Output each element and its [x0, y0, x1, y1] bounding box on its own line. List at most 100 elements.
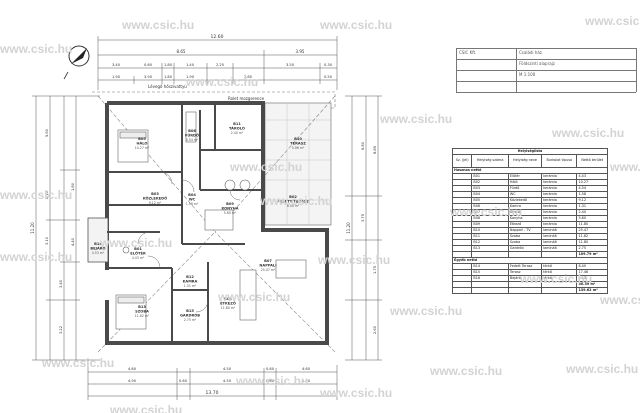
table-cell: Helyiség neve	[507, 154, 543, 168]
dimensions-right	[345, 95, 382, 361]
room-label-id: B07	[264, 259, 272, 263]
dim-right-seg: 2.60	[373, 325, 377, 334]
room-label-name: TÁROLÓ	[229, 126, 245, 131]
terrace-area	[264, 102, 332, 226]
entrance-porch	[87, 217, 109, 263]
dim-top-row4: 3.90	[144, 75, 153, 79]
tb-drawing: Földszinti alaprajz	[519, 61, 555, 66]
interior-walls	[107, 103, 263, 343]
roof-lines	[97, 95, 336, 353]
dim-bottom-row2: 4.50	[223, 367, 232, 371]
terrace-paving	[265, 103, 331, 225]
dimensions-left	[32, 95, 100, 361]
room-label-name: KÖZLEKEDŐ	[143, 196, 167, 201]
room-label-name: FÜRDŐ	[185, 133, 199, 138]
room-label-name: GARDRÓB	[180, 313, 200, 318]
room-label-id: B06	[188, 129, 196, 133]
dimension-texts: 12.60 8.65 3.95 3.40 0.60 1.80 1.40 2.25 3.50 0.3…	[30, 34, 377, 396]
dim-right-seg: 6.80	[361, 141, 365, 150]
room-label-id: B08	[224, 297, 232, 301]
room-label-area: 4.53 m²	[92, 251, 105, 255]
room-label-id: B05	[138, 137, 146, 141]
dim-bottom-overall: 13.70	[206, 390, 219, 396]
tb-scale: M 1:100	[519, 72, 536, 77]
dim-right-seg: 1.75	[373, 266, 377, 274]
room-label-id: B02	[289, 195, 297, 199]
room-label-name: ELŐTÉR	[130, 251, 146, 256]
dim-top-row3: 0.60	[144, 63, 153, 67]
table-cell: Helyiség száma	[471, 154, 509, 168]
dim-top-row3: 2.25	[216, 63, 224, 67]
room-label-area: 4.43 m²	[132, 256, 145, 260]
dim-left-seg: 3.22	[59, 326, 63, 334]
tb-project: Családi ház	[519, 50, 542, 55]
dim-bottom-row3: 0.60	[179, 379, 188, 383]
dim-top-row4: 1.90	[112, 75, 121, 79]
room-label-id: B12	[186, 275, 194, 279]
dim-right-overall: 11.20	[346, 222, 351, 234]
room-label-area: 5.60 m²	[224, 211, 237, 215]
dim-right-seg: 8.85	[373, 146, 377, 154]
room-label-name: HÁLÓ	[136, 141, 147, 146]
room-label-area: 2.75 m²	[184, 318, 197, 322]
room-label-id: B01	[134, 247, 142, 251]
room-label-name: SZOBA	[135, 310, 149, 314]
dim-left-seg: 5.60	[45, 128, 49, 137]
dim-left-seg: 3.40	[59, 279, 63, 288]
room-label-name: WC	[189, 198, 196, 202]
room-label-area: 9.12 m²	[149, 201, 162, 205]
room-label-id: B09	[226, 202, 234, 206]
note-heat-pump: Lévegő hőszivattyú	[148, 84, 187, 89]
dim-bottom-row2: 4.60	[128, 367, 137, 371]
note-rolet: Rolet mozgerence	[228, 96, 265, 101]
room-label-name: NAPPALI	[259, 264, 276, 268]
dim-bottom-row3: 4.90	[128, 379, 137, 383]
dim-bottom-row3: 4.50	[223, 379, 232, 383]
dim-top-row2: 8.65	[177, 49, 186, 54]
dim-left-seg: 2.10	[45, 190, 49, 199]
room-label-id: B13	[138, 305, 146, 309]
dim-left-seg: 3.10	[45, 236, 49, 245]
table-cell: 139.62 m²	[576, 287, 608, 294]
dim-top-row3: 0.30	[324, 63, 333, 67]
room-label-area: 25.47 m²	[261, 268, 276, 272]
dim-bottom-row2: 0.60	[266, 367, 275, 371]
room-label-id: B11	[233, 122, 241, 126]
dim-top-row3: 3.50	[286, 63, 295, 67]
room-label-name: ÉTKEZŐ	[220, 301, 236, 306]
table-cell: Nettó terület	[576, 154, 608, 168]
dim-right-seg: 3.75	[361, 214, 365, 222]
table-cell	[541, 287, 578, 294]
fixtures	[115, 111, 307, 330]
dim-top-overall: 12.60	[211, 34, 224, 40]
dim-top-row4: 0.50	[324, 75, 333, 79]
north-arrow-icon	[63, 45, 90, 80]
dim-left-seg: 1.80	[71, 182, 75, 191]
room-label-name: KONYHA	[221, 207, 238, 211]
dim-top-row2: 3.95	[296, 49, 305, 54]
room-label-id: B14	[94, 242, 102, 246]
table-cell: Burkolat típusa	[541, 154, 578, 168]
room-label-area: 5.96 m²	[292, 146, 305, 150]
room-label-area: 11.80 m²	[221, 306, 236, 310]
tb-company: CSIC Kft.	[459, 50, 477, 55]
table-cell	[507, 287, 543, 294]
dim-top-row3: 1.40	[186, 63, 195, 67]
room-label-id: B04	[188, 193, 196, 197]
dim-bottom-row3: 0.60	[266, 379, 275, 383]
dim-bottom-row3: 1.90	[302, 379, 311, 383]
room-label-name: BEJÁRÓ	[90, 246, 105, 251]
room-label-name: KAMRA	[183, 280, 198, 284]
room-label-area: 4.54 m²	[186, 138, 199, 142]
table-cell	[451, 287, 473, 294]
dim-top-row4: 1.80	[164, 75, 173, 79]
room-label-name: FEDETT TERASZ	[277, 200, 310, 204]
room-label-name: TERASZ	[290, 142, 306, 146]
dim-top-row4: 2.80	[244, 75, 253, 79]
table-cell	[471, 287, 509, 294]
room-label-id: B15	[186, 309, 194, 313]
